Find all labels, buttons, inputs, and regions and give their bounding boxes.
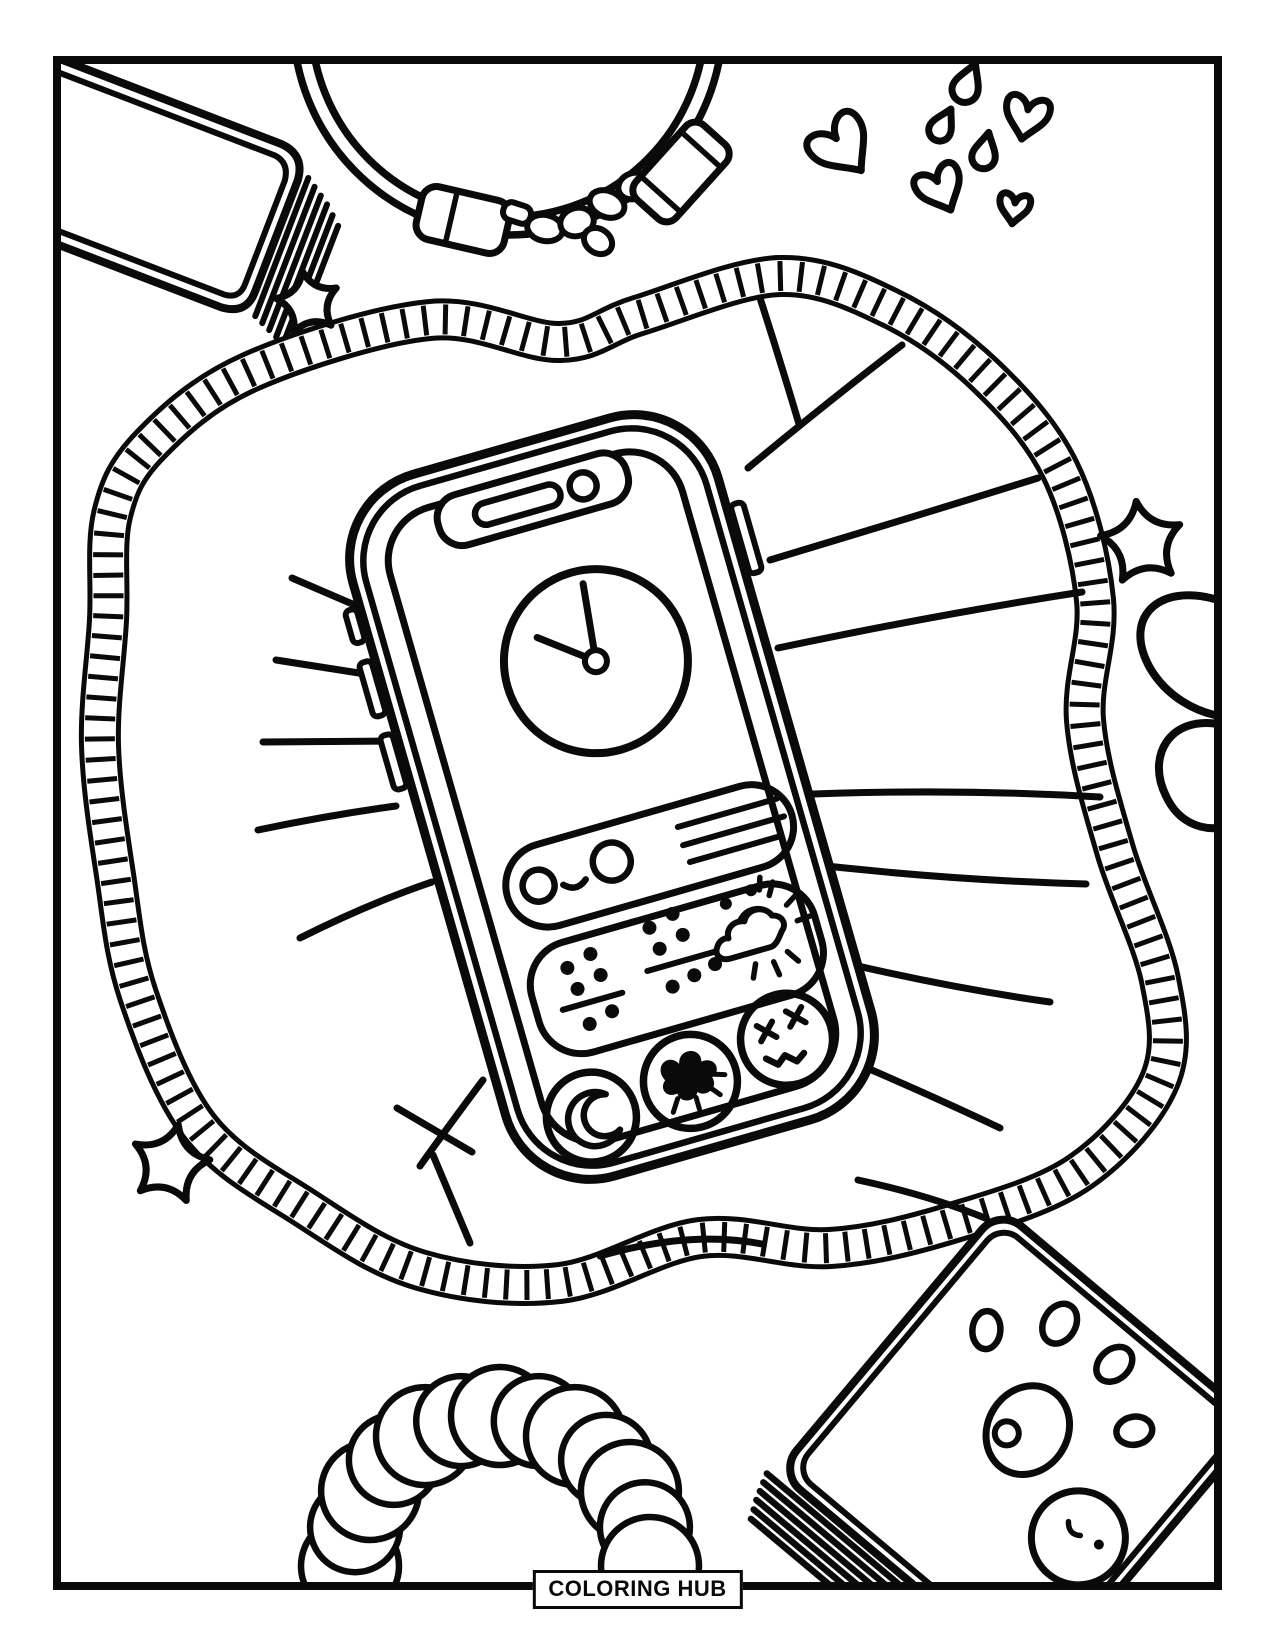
speaker-pill bbox=[471, 481, 564, 528]
butterfly-blob-icon bbox=[660, 1051, 728, 1115]
face-smile bbox=[560, 876, 589, 891]
star bbox=[1097, 497, 1184, 584]
text-line bbox=[686, 832, 785, 866]
dots-and-weather-panel bbox=[526, 874, 827, 1058]
moon-app-circle bbox=[542, 1068, 641, 1166]
notebook bbox=[747, 1215, 1214, 1582]
phone-body-inner-line bbox=[360, 425, 864, 1169]
butterfly-lower-wing bbox=[1154, 718, 1214, 833]
star-doodles bbox=[131, 268, 1184, 1204]
bead bbox=[580, 224, 616, 258]
paw-print-icon bbox=[969, 1300, 1156, 1479]
star bbox=[131, 1121, 214, 1204]
charm-bracelet bbox=[293, 64, 733, 258]
app-icons-row bbox=[542, 989, 837, 1166]
notebook-cover-inner-line bbox=[800, 1229, 1214, 1582]
butterfly-upper-wing bbox=[1136, 591, 1214, 719]
text-line bbox=[680, 813, 787, 849]
camera-icon bbox=[566, 469, 600, 503]
wink-eye bbox=[1065, 1518, 1084, 1539]
text-line bbox=[674, 795, 780, 831]
dot-eye bbox=[1093, 1539, 1104, 1550]
face-eye-left bbox=[519, 866, 558, 905]
crescent-moon-icon bbox=[564, 1088, 624, 1150]
smiley-search-bar bbox=[502, 781, 798, 931]
smartphone bbox=[342, 410, 879, 1184]
scrunchie bbox=[297, 1363, 703, 1582]
bracelet-cylinder-bead bbox=[629, 118, 733, 226]
bracelet-clasp bbox=[412, 183, 514, 257]
blob-app-circle bbox=[639, 1030, 742, 1133]
dizzy-face-icon bbox=[753, 1003, 809, 1068]
sparkle-star bbox=[272, 268, 340, 336]
bead bbox=[586, 187, 628, 221]
brand-label: COLORING HUB bbox=[532, 1570, 743, 1609]
face-eye-right bbox=[589, 839, 635, 884]
wink-face-sticker bbox=[1027, 1487, 1129, 1582]
dizzy-app-circle bbox=[736, 989, 837, 1090]
dot-cluster-left bbox=[560, 947, 620, 1031]
notch bbox=[433, 449, 633, 550]
butterfly bbox=[1136, 591, 1214, 833]
clock-widget bbox=[499, 565, 692, 758]
dot-cluster-middle bbox=[642, 906, 723, 994]
sun-cloud-icon bbox=[713, 874, 814, 981]
